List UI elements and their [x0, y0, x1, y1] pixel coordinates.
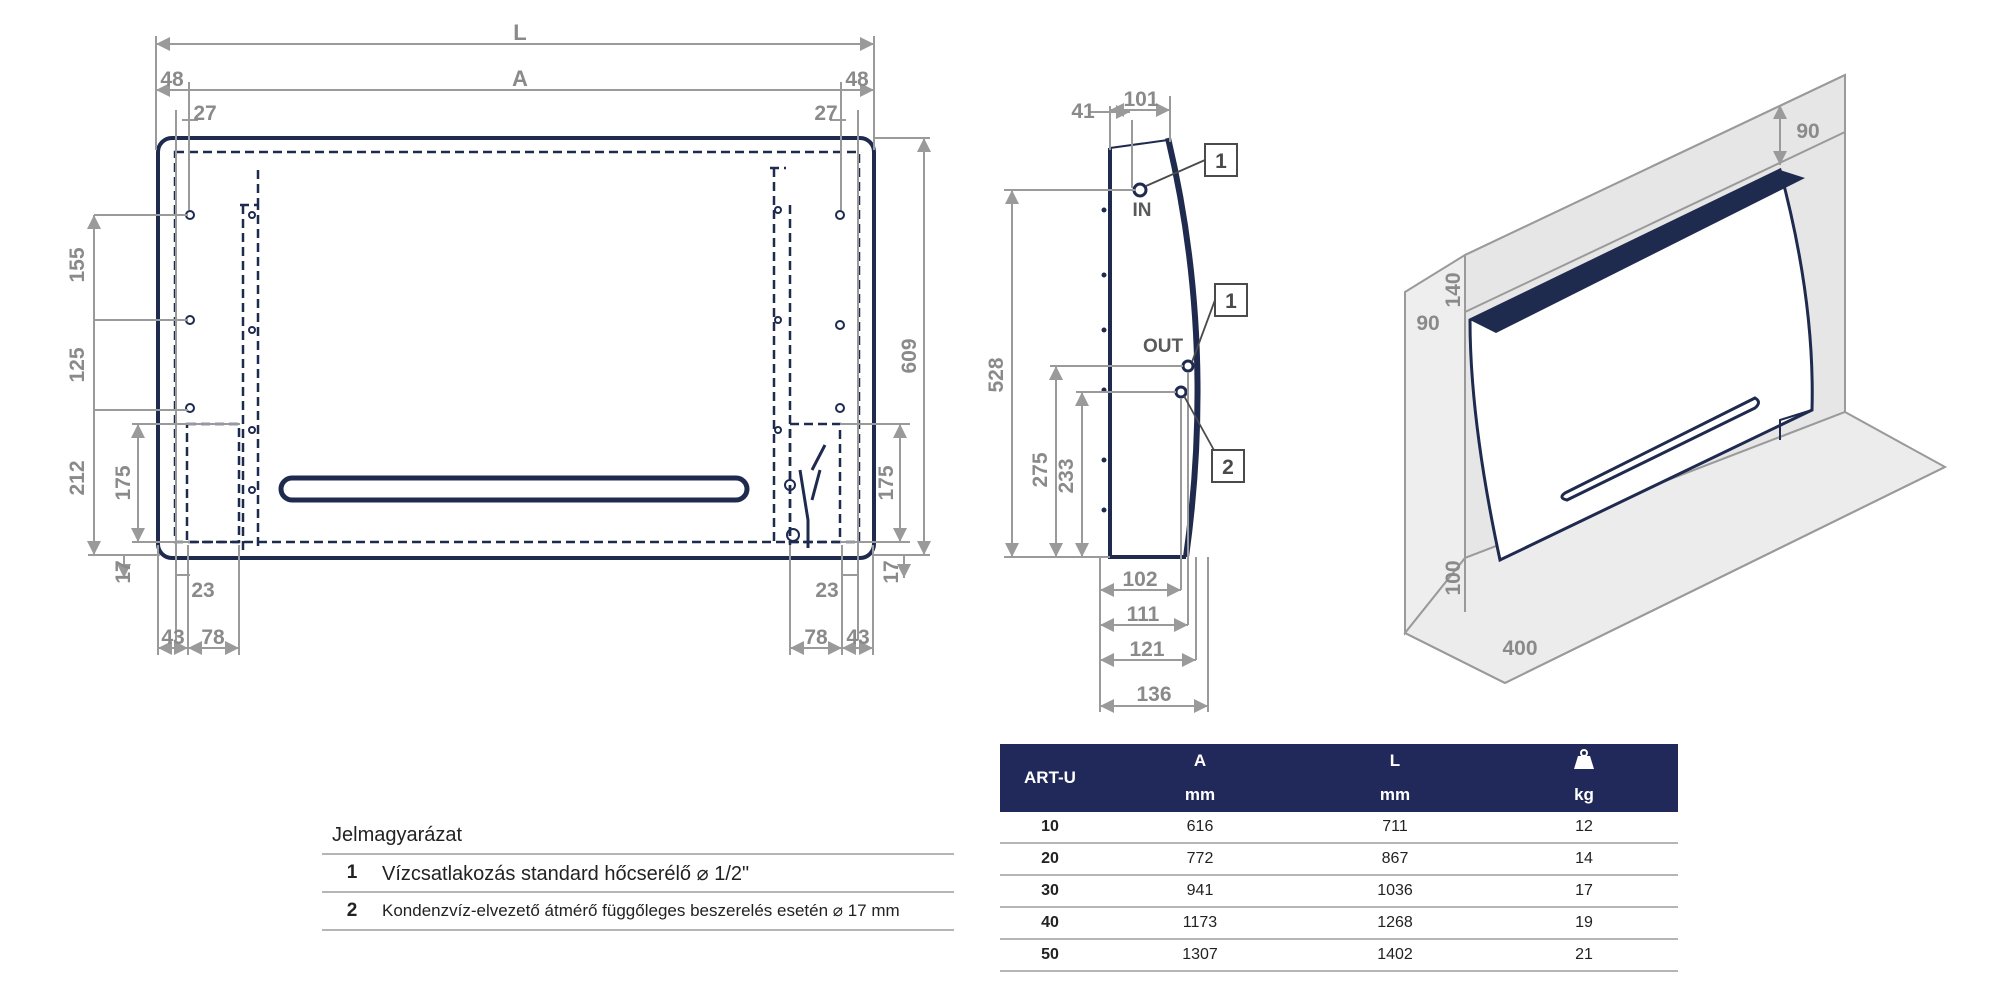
dim-27-left: 27 — [193, 102, 216, 125]
dim-41: 41 — [1071, 100, 1095, 123]
callout-box-1b — [1214, 283, 1248, 317]
dim-A: A — [512, 66, 528, 91]
legend-item-2: 2 Kondenzvíz-elvezető átmérő függőleges … — [322, 893, 954, 931]
unit-iso-slot — [1560, 396, 1760, 502]
cell-weight: 19 — [1490, 907, 1678, 940]
cell-a: 772 — [1100, 843, 1300, 876]
dim-27-right: 27 — [814, 102, 837, 125]
legend-item-number: 2 — [346, 900, 358, 921]
dim-L: L — [513, 20, 526, 45]
mounting-frame-dashed — [173, 150, 861, 544]
dim-17-left: 17 — [112, 560, 135, 583]
cell-a: 1173 — [1100, 907, 1300, 940]
table-row: 50 1307 1402 21 — [1000, 939, 1678, 972]
dim-48-right: 48 — [845, 68, 869, 91]
header-l-unit: mm — [1300, 778, 1490, 812]
unit-front-outline — [156, 136, 876, 560]
dim-121: 121 — [1129, 638, 1164, 661]
cell-weight: 17 — [1490, 875, 1678, 908]
cell-a: 1307 — [1100, 939, 1300, 972]
cell-model: 50 — [1000, 939, 1100, 972]
header-model: ART-U — [1000, 744, 1100, 812]
dim-78-left: 78 — [201, 626, 225, 649]
side-casing-front-curve — [1165, 137, 1201, 558]
dim-17-right: 17 — [880, 560, 903, 583]
callout-1b: 1 — [1225, 290, 1237, 313]
cell-l: 711 — [1300, 812, 1490, 844]
dim-400: 400 — [1502, 637, 1537, 660]
dim-125: 125 — [66, 347, 89, 382]
cell-l: 1402 — [1300, 939, 1490, 972]
dim-90-top: 90 — [1796, 120, 1819, 143]
callout-box-1a — [1204, 143, 1238, 177]
header-weight-unit: kg — [1490, 778, 1678, 812]
header-l: L — [1300, 744, 1490, 778]
dim-43-left: 43 — [161, 626, 184, 649]
drain-pipe — [798, 444, 827, 548]
dim-100: 100 — [1442, 560, 1465, 595]
cell-weight: 12 — [1490, 812, 1678, 844]
spec-table: ART-U A L mm mm kg 10 616 711 12 20 772 — [1000, 744, 1678, 972]
left-connection-box — [185, 422, 241, 544]
water-outlet-port — [1181, 359, 1195, 373]
dim-78-right: 78 — [804, 626, 828, 649]
label-out: OUT — [1143, 336, 1184, 357]
legend-item-1: 1 Vízcsatlakozás standard hőcserélő ⌀ 1/… — [322, 855, 954, 893]
legend-item-text: Vízcsatlakozás standard hőcserélő ⌀ 1/2" — [382, 862, 750, 885]
front-view: L A 48 48 27 27 155 125 212 175 17 609 1… — [66, 20, 931, 655]
dim-528: 528 — [985, 357, 1008, 392]
left-rail — [240, 170, 260, 550]
dim-140: 140 — [1442, 272, 1465, 307]
dim-136: 136 — [1136, 683, 1171, 706]
legend-item-number: 1 — [346, 862, 358, 883]
cell-l: 1268 — [1300, 907, 1490, 940]
dim-43-right: 43 — [846, 626, 869, 649]
unit-iso-top-grille — [1470, 170, 1805, 333]
label-in: IN — [1133, 200, 1152, 221]
callout-1a: 1 — [1215, 150, 1227, 173]
condensate-drain-port — [1174, 385, 1188, 399]
cell-weight: 21 — [1490, 939, 1678, 972]
dim-48-left: 48 — [160, 68, 184, 91]
dim-23-left: 23 — [191, 579, 214, 602]
cell-a: 616 — [1100, 812, 1300, 844]
dim-175-right: 175 — [875, 465, 898, 500]
header-a: A — [1100, 744, 1300, 778]
cell-a: 941 — [1100, 875, 1300, 908]
weight-icon — [1574, 748, 1594, 769]
legend: Jelmagyarázat 1 Vízcsatlakozás standard … — [322, 824, 954, 931]
cell-model: 40 — [1000, 907, 1100, 940]
dim-155: 155 — [66, 247, 89, 282]
dim-90-left: 90 — [1416, 312, 1439, 335]
callout-2: 2 — [1222, 456, 1234, 479]
dim-102: 102 — [1122, 568, 1157, 591]
legend-item-text: Kondenzvíz-elvezető átmérő függőleges be… — [382, 901, 900, 920]
cell-model: 20 — [1000, 843, 1100, 876]
legend-title: Jelmagyarázat — [322, 824, 954, 855]
side-view: 1 1 2 IN OUT 41 101 528 275 233 102 111 … — [985, 88, 1248, 713]
header-weight — [1490, 744, 1678, 778]
isometric-view: 90 140 90 100 400 — [1403, 73, 1948, 685]
dim-275: 275 — [1029, 452, 1052, 487]
table-row: 30 941 1036 17 — [1000, 875, 1678, 908]
dim-111: 111 — [1127, 603, 1160, 626]
dim-212: 212 — [66, 460, 89, 495]
table-row: 20 772 867 14 — [1000, 843, 1678, 876]
cell-model: 30 — [1000, 875, 1100, 908]
table-row: 40 1173 1268 19 — [1000, 907, 1678, 940]
callout-box-2 — [1211, 449, 1245, 483]
cell-l: 1036 — [1300, 875, 1490, 908]
table-row: 10 616 711 12 — [1000, 812, 1678, 844]
dim-101: 101 — [1123, 88, 1158, 111]
dim-23-right: 23 — [815, 579, 838, 602]
header-a-unit: mm — [1100, 778, 1300, 812]
cell-model: 10 — [1000, 812, 1100, 844]
dim-233: 233 — [1055, 458, 1078, 493]
cell-weight: 14 — [1490, 843, 1678, 876]
dim-175-left: 175 — [112, 465, 135, 500]
cell-l: 867 — [1300, 843, 1490, 876]
front-slot — [278, 475, 750, 503]
dim-609: 609 — [898, 338, 921, 373]
